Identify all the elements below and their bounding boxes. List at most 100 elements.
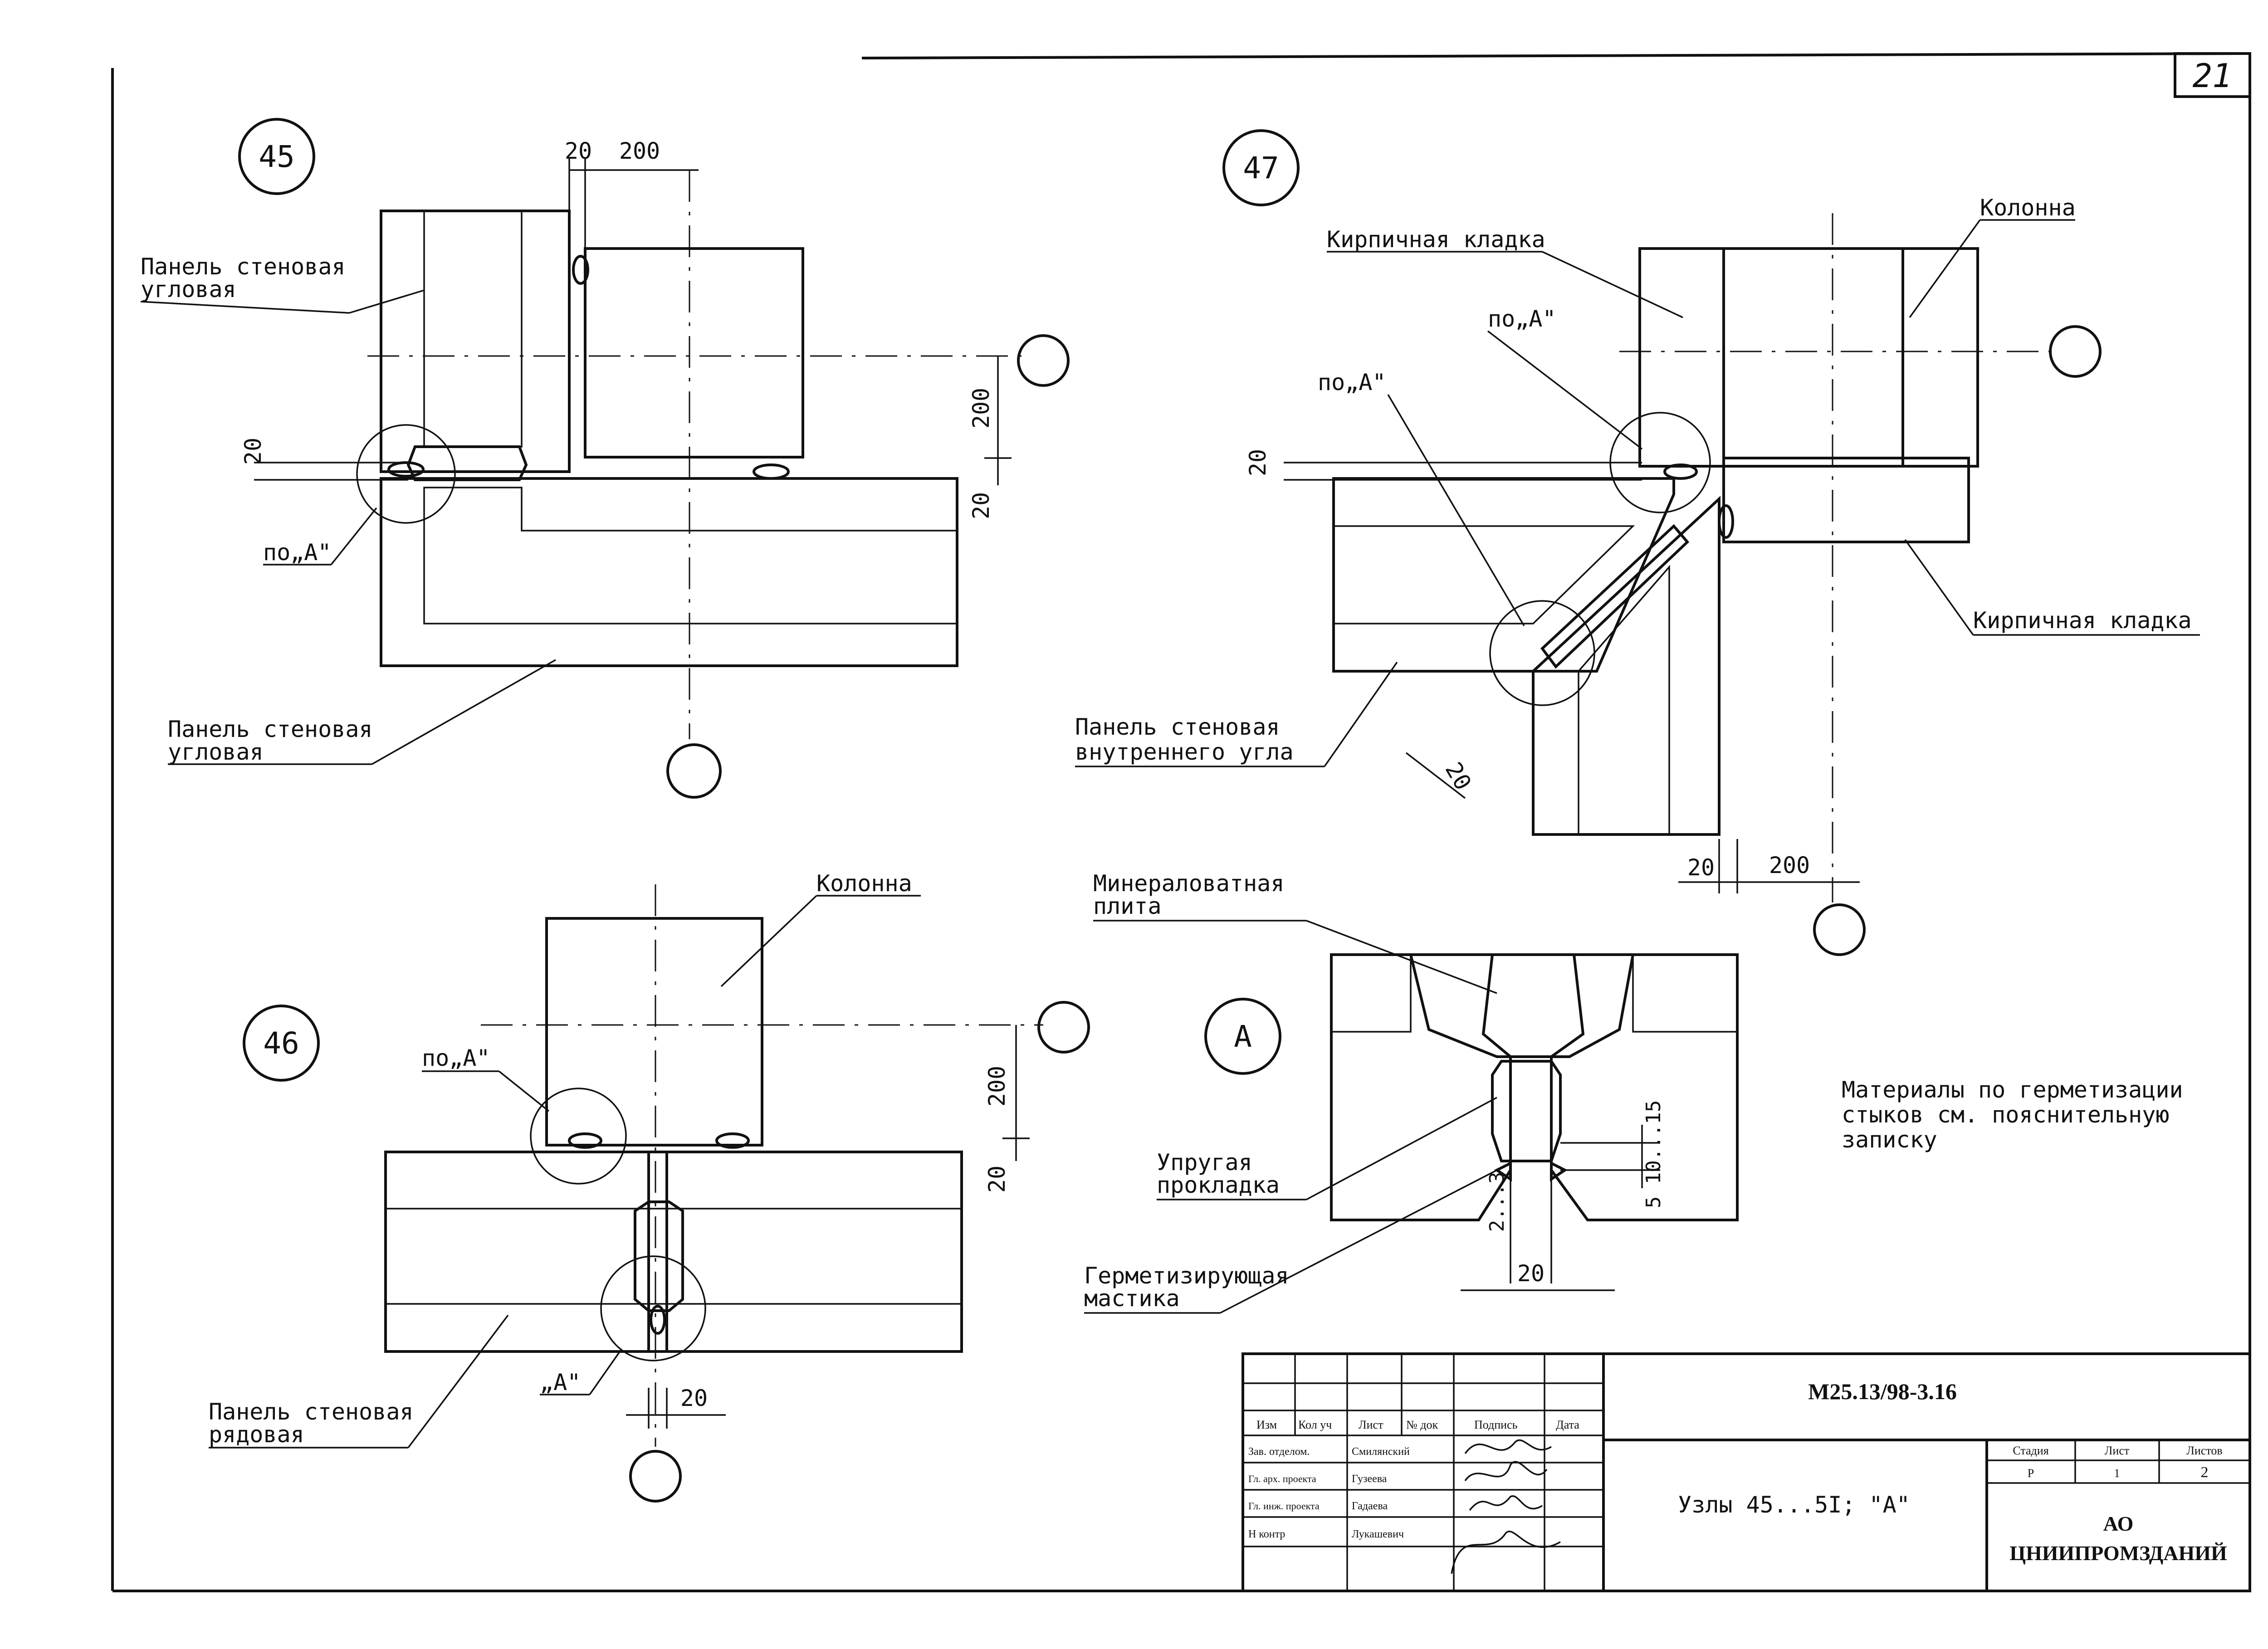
label-47-ref-1: по„А"	[1488, 306, 1556, 332]
row-name-4: Лукашевич	[1352, 1528, 1404, 1540]
column-47	[1722, 247, 1979, 468]
label-46-panel-2: рядовая	[209, 1421, 304, 1448]
label-47-brick-top: Кирпичная кладка	[1327, 226, 1545, 253]
dim-A-width: 20	[1517, 1260, 1545, 1287]
detail-circle-47b	[1489, 600, 1595, 706]
hdr-izm: Изм	[1256, 1418, 1277, 1431]
dim-47-diag20: 20	[1440, 758, 1476, 795]
row-role-1: Зав. отделом.	[1248, 1446, 1310, 1458]
stage-value: Р	[2028, 1467, 2034, 1480]
axis-bubble-45-h	[1017, 334, 1070, 387]
stage-header: Стадия	[2013, 1444, 2048, 1457]
node-45-marker	[238, 118, 315, 195]
row-name-1: Смилянский	[1352, 1446, 1410, 1458]
gasket-45a	[572, 255, 589, 285]
dim-47-bottom20: 20	[1687, 854, 1715, 881]
dim-46-bottom20: 20	[680, 1385, 708, 1411]
gasket-45b	[753, 463, 790, 480]
node-46-marker	[243, 1005, 320, 1082]
signature-3	[1469, 1495, 1543, 1511]
hdr-date: Дата	[1556, 1418, 1579, 1431]
detail-circle-46b	[600, 1255, 706, 1361]
label-47-brick-bottom: Кирпичная кладка	[1973, 607, 2192, 634]
axis-bubble-47-h	[2049, 325, 2102, 378]
axis-bubble-46-v	[629, 1450, 682, 1503]
gasket-45c	[387, 461, 425, 478]
signature-1	[1464, 1439, 1552, 1454]
panel-47-vertical	[1532, 496, 1721, 836]
signature-2	[1464, 1461, 1548, 1481]
note-line-2: стыков см. пояснительную	[1842, 1102, 2169, 1128]
axis-bubble-45-v	[666, 743, 722, 799]
insulation-A-left	[1330, 954, 1412, 1033]
revision-grid: Изм Кол уч Лист № док Подпись Дата Зав. …	[1243, 1354, 1603, 1591]
label-47-panel-1: Панель стеновая	[1075, 714, 1280, 740]
label-45-panel-bottom-2: угловая	[168, 739, 264, 765]
sheet-frame: 21	[111, 52, 2251, 1592]
gasket-47a	[1663, 463, 1698, 480]
dim-45-v200: 200	[968, 388, 994, 429]
panel-46	[384, 1151, 963, 1353]
node-A-marker	[1204, 998, 1281, 1075]
dim-45-20: 20	[565, 138, 592, 164]
panel-horizontal-insulation	[423, 487, 958, 624]
row-role-2: Гл. арх. проекта	[1248, 1473, 1316, 1484]
sheets-value: 2	[2201, 1464, 2209, 1481]
label-A-gasket-2: прокладка	[1157, 1172, 1280, 1198]
label-47-panel-2: внутреннего угла	[1075, 739, 1294, 765]
panel-47-insulation-v	[1578, 565, 1670, 835]
row-name-3: Гадаева	[1352, 1500, 1388, 1512]
row-role-3: Гл. инж. проекта	[1248, 1500, 1320, 1512]
panel-47-horizontal	[1332, 477, 1675, 673]
dim-A-depth: 5 10...15	[1642, 1100, 1665, 1208]
detail-circle-45	[356, 424, 456, 524]
dim-46-v200: 200	[984, 1066, 1010, 1107]
panel-A-left	[1330, 953, 1512, 1221]
label-46-ref: по„А"	[422, 1045, 490, 1071]
sealant-47	[1540, 524, 1690, 669]
dim-46-v20: 20	[984, 1166, 1010, 1193]
label-46-panel-1: Панель стеновая	[209, 1399, 414, 1425]
label-45-panel-top-1: Панель стеновая	[141, 254, 346, 280]
title-block: Изм Кол уч Лист № док Подпись Дата Зав. …	[1242, 1352, 2251, 1592]
node-A: А 5 10...15 2...3 20 Минераловатная плит…	[1084, 870, 1739, 1314]
panel-A-right	[1550, 953, 1739, 1221]
signature-4	[1451, 1531, 1561, 1574]
drawing-code: М25.13/98-3.16	[1808, 1379, 1957, 1404]
dim-A-mastic: 2...3	[1486, 1172, 1509, 1232]
panel-47-insulation-h	[1333, 525, 1635, 624]
column	[584, 247, 804, 459]
label-46-column: Колонна	[816, 870, 912, 897]
dim-47-left20: 20	[1245, 449, 1271, 476]
org-line-2: ЦНИИПРОМЗДАНИЙ	[2009, 1542, 2227, 1565]
detail-circle-46a	[530, 1088, 627, 1185]
label-47-ref-2: по„А"	[1318, 369, 1386, 395]
dim-45-v20: 20	[968, 492, 994, 519]
panel-vertical	[380, 210, 571, 473]
brickwork-top	[1638, 247, 1904, 468]
sheet-number: 21	[2193, 57, 2232, 95]
insulation-A-right	[1632, 954, 1738, 1033]
label-45-ref: по„А"	[263, 539, 332, 566]
materials-note: Материалы по герметизации стыков см. поя…	[1842, 1077, 2183, 1153]
hdr-sign: Подпись	[1474, 1418, 1518, 1431]
panel-46-insulation	[385, 1208, 963, 1305]
node-45: 45 20 200 200 20 20 Панель сте	[140, 118, 1070, 799]
mineral-wool-A	[1409, 953, 1635, 1058]
note-line-3: записку	[1842, 1127, 1937, 1153]
gasket-46c	[650, 1305, 666, 1335]
node-47-marker	[1222, 129, 1300, 206]
column-46	[545, 917, 763, 1146]
node-47-marker-number: 47	[1243, 151, 1279, 185]
sealant-45	[406, 445, 528, 481]
gasket-46a	[568, 1132, 602, 1149]
node-46-marker-number: 46	[263, 1026, 299, 1061]
hdr-list: Лист	[1359, 1418, 1383, 1431]
panel-insulation	[423, 210, 523, 448]
gasket-A	[1491, 1060, 1562, 1162]
label-A-gasket-1: Упругая	[1157, 1149, 1252, 1176]
brickwork-bottom	[1722, 457, 1970, 543]
hdr-kol: Кол уч	[1298, 1418, 1332, 1431]
